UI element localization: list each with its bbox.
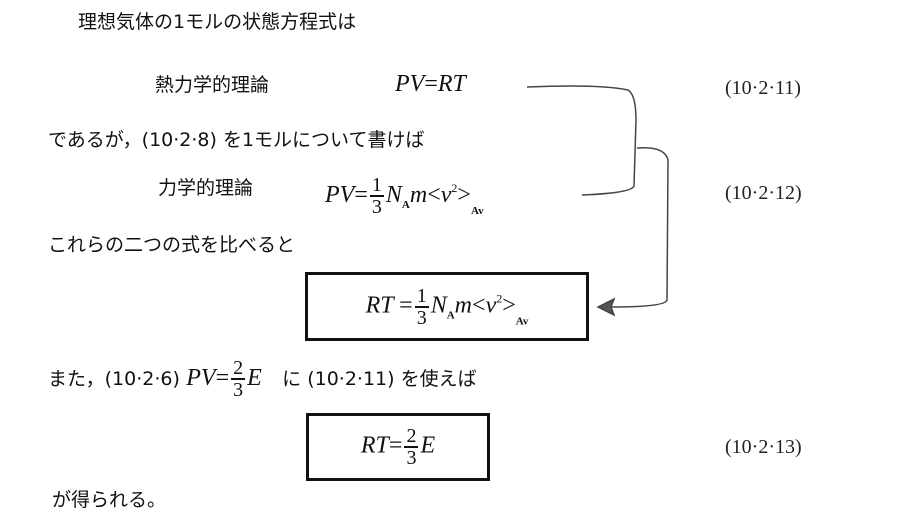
energy: E (420, 432, 436, 459)
bracket-open: < (472, 292, 486, 319)
eq-sign: = (215, 365, 230, 391)
numerator: 2 (404, 425, 419, 448)
numerator: 1 (414, 284, 429, 308)
denominator: 3 (406, 447, 417, 469)
eq-lhs: PV (186, 365, 216, 391)
eq-rhs: RT (437, 71, 466, 97)
denominator: 3 (371, 196, 382, 219)
equation-number-12: (10·2·12) (725, 182, 802, 204)
line4-suffix: に (10·2·11) を使えば (282, 368, 477, 390)
velocity: v (485, 292, 497, 319)
bracket-close: > (457, 182, 471, 208)
paragraph-line-2: であるが，(10·2·8) を1モルについて書けば (48, 129, 425, 151)
eq-lhs: PV (395, 71, 425, 97)
numerator: 2 (231, 357, 246, 381)
energy: E (247, 365, 262, 391)
equation-number-11: (10·2·11) (725, 77, 801, 99)
mass: m (409, 182, 428, 208)
eq-sign: = (399, 292, 413, 319)
equation-number-13: (10·2·13) (725, 436, 802, 458)
thermo-label: 熱力学的理論 (155, 74, 270, 96)
denominator: 3 (233, 379, 244, 402)
eq-sign: = (388, 432, 403, 459)
line4-prefix: また，(10·2·6) (48, 368, 180, 390)
bracket-open: < (427, 182, 441, 208)
mass: m (454, 292, 473, 319)
eq-sign: = (424, 71, 438, 97)
eq-sign: = (354, 182, 368, 208)
paragraph-line-3: これらの二つの式を比べると (48, 234, 296, 256)
numerator: 1 (369, 174, 384, 198)
superscript: 2 (451, 181, 458, 195)
eq-lhs: RT (365, 292, 394, 319)
avogadro: N (430, 292, 447, 319)
subscript: A (401, 199, 410, 211)
velocity: v (440, 182, 452, 208)
superscript: 2 (496, 291, 503, 306)
avogadro: N (385, 182, 402, 208)
mech-label: 力学的理論 (158, 177, 254, 199)
bracket-close: > (502, 292, 516, 319)
eq-lhs: PV (325, 182, 355, 208)
thermo-equation: PV=RT (395, 72, 466, 96)
denominator: 3 (416, 306, 427, 329)
average-subscript: Av (470, 205, 484, 217)
conclusion-text: が得られる。 (52, 489, 167, 511)
average-subscript: Av (515, 315, 529, 328)
intro-text: 理想気体の1モルの状態方程式は (78, 11, 357, 33)
subscript: A (446, 309, 455, 322)
eq-lhs: RT (360, 432, 389, 459)
